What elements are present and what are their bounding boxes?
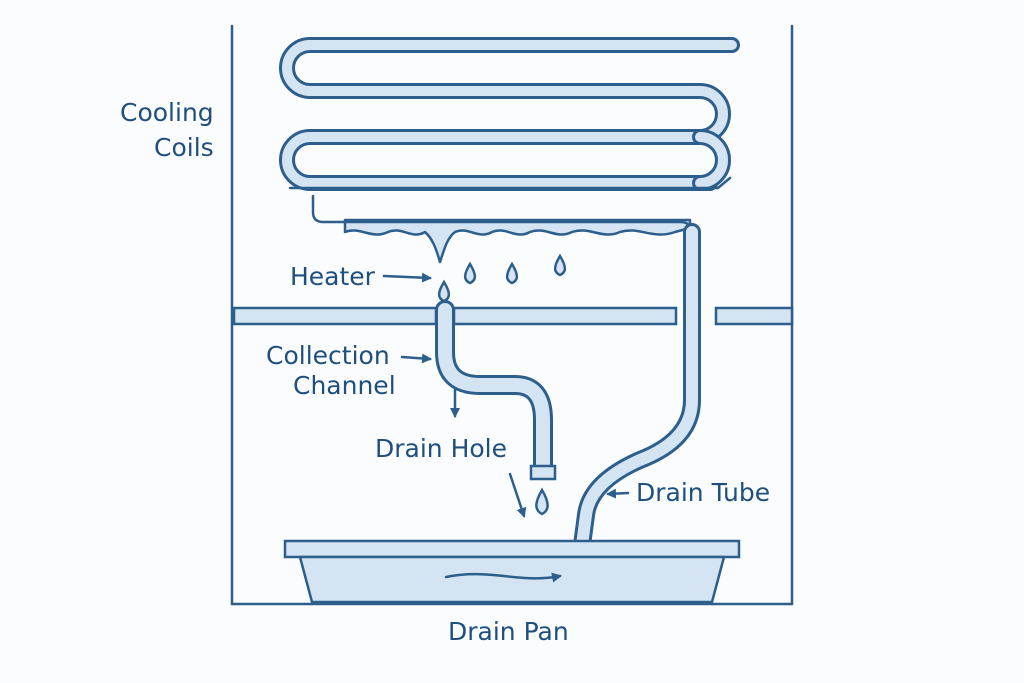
water-flow-arrow: [444, 572, 562, 583]
collection-channel-pipe: [435, 300, 553, 478]
collection-channel-label-line2: Channel: [293, 371, 396, 400]
water-drop-3: [553, 253, 567, 277]
drain-tube-label: Drain Tube: [636, 478, 770, 507]
drain-pan: [283, 539, 741, 604]
divider-shelf: [232, 306, 794, 326]
water-drop-2: [505, 261, 519, 285]
water-drop-5: [535, 487, 549, 516]
drain-hole-label: Drain Hole: [375, 434, 507, 463]
heater-leader-arrow: [382, 272, 432, 283]
water-drops: [437, 253, 567, 516]
cooling-coils-label-line1: Cooling: [120, 98, 214, 127]
water-drop-1: [463, 261, 477, 285]
drain-tube: [569, 223, 701, 584]
frost-layer: [343, 218, 692, 264]
drain-hole-nozzle: [529, 464, 557, 481]
collection-channel-leader-arrow: [400, 353, 432, 364]
water-drop-4: [437, 279, 451, 303]
collection-channel-label-line1: Collection: [266, 341, 390, 370]
cooling-coils-label-line2: Coils: [154, 133, 214, 162]
cooling-coils: [279, 37, 740, 191]
drain-pan-label: Drain Pan: [448, 617, 569, 646]
drain-hole-leader-arrow: [508, 472, 527, 518]
heater-label: Heater: [290, 262, 376, 291]
drain-tube-leader-arrow: [606, 488, 630, 499]
